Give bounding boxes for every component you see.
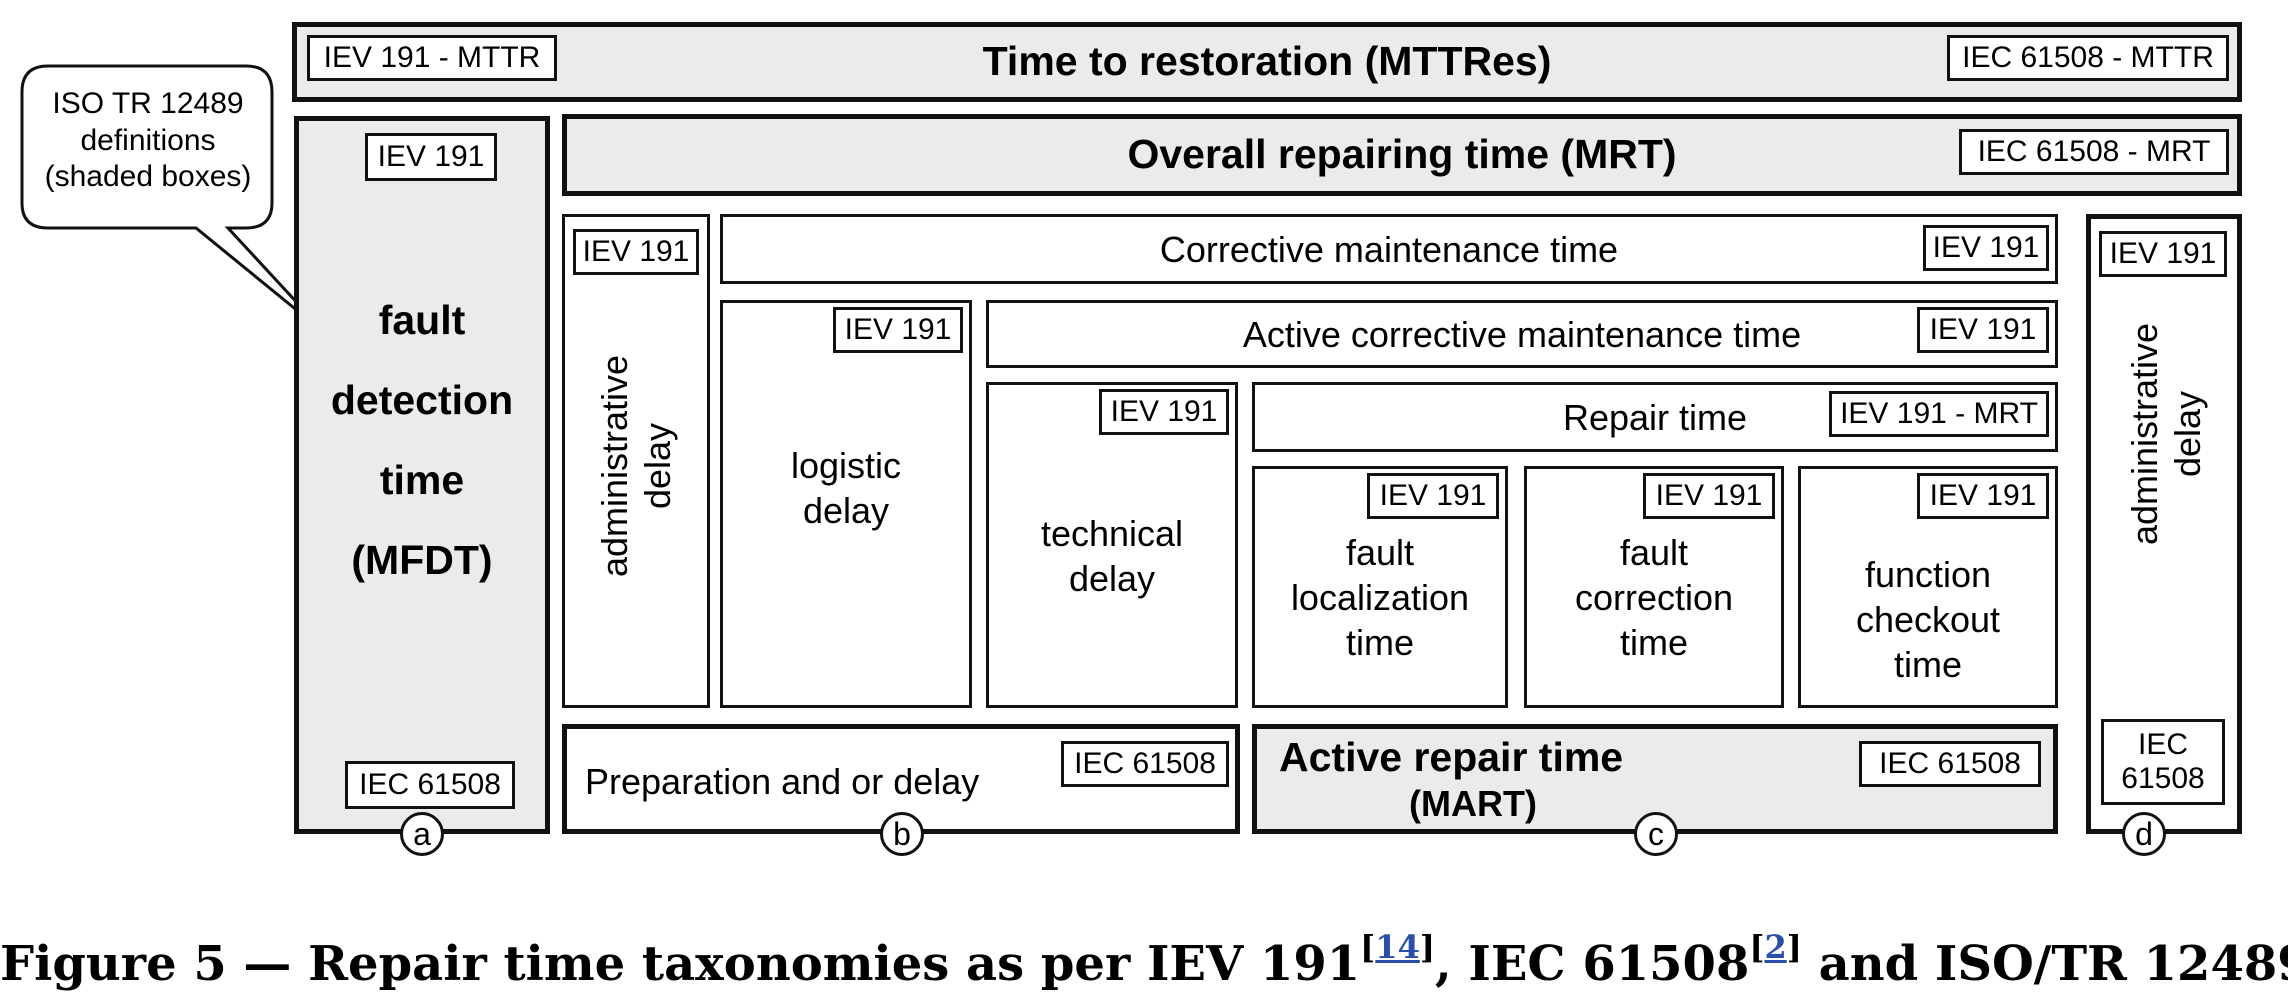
technical-label: technical delay — [989, 501, 1235, 611]
active-corrective-bar: Active corrective maintenance time IEV 1… — [986, 300, 2058, 368]
fault-localization-box: IEV 191 fault localization time — [1252, 466, 1508, 708]
mttres-left-tag: IEV 191 - MTTR — [307, 35, 557, 81]
function-checkout-line: time — [1893, 643, 1962, 685]
admin-left-line: delay — [637, 422, 678, 510]
fault-localization-line: localization — [1290, 576, 1470, 618]
fault-detection-label: fault detection time (MFDT) — [299, 297, 545, 583]
callout-line: ISO TR 12489 — [52, 87, 244, 120]
caption-ref-link[interactable]: 14 — [1375, 928, 1420, 966]
function-checkout-tag: IEV 191 — [1917, 473, 2049, 519]
caption-prefix: Figure 5 — Repair time taxonomies as per… — [0, 936, 1361, 992]
function-checkout-box: IEV 191 function checkout time — [1798, 466, 2058, 708]
preparation-tag: IEC 61508 — [1061, 741, 1229, 787]
admin-right-line: delay — [2167, 390, 2208, 478]
active-corrective-title: Active corrective maintenance time — [1242, 313, 1802, 355]
fault-detection-top-tag: IEV 191 — [365, 133, 497, 181]
corrective-maintenance-tag: IEV 191 — [1923, 225, 2049, 271]
admin-right-bottom-line: IEC — [2137, 727, 2188, 761]
mttres-bar: Time to restoration (MTTRes) IEV 191 - M… — [292, 22, 2242, 102]
repair-time-tag: IEV 191 - MRT — [1829, 391, 2049, 437]
admin-left-tag: IEV 191 — [573, 229, 699, 275]
fault-localization-line: time — [1345, 621, 1414, 663]
admin-right-bottom-tag: IEC 61508 — [2101, 719, 2225, 805]
admin-right-line: administrative — [2123, 322, 2165, 546]
function-checkout-label: function checkout time — [1801, 549, 2055, 689]
figure-caption: Figure 5 — Repair time taxonomies as per… — [0, 928, 2288, 992]
marker-c: c — [1634, 812, 1678, 856]
technical-delay-box: IEV 191 technical delay — [986, 382, 1238, 708]
admin-delay-left: IEV 191 administrative delay — [562, 214, 710, 708]
repair-time-bar: Repair time IEV 191 - MRT — [1252, 382, 2058, 452]
technical-line: delay — [1068, 558, 1156, 599]
fault-localization-tag: IEV 191 — [1367, 473, 1499, 519]
fault-correction-label: fault correction time — [1527, 527, 1781, 667]
admin-right-bottom-line: 61508 — [2121, 762, 2205, 795]
fault-correction-line: time — [1619, 621, 1688, 663]
marker-a: a — [400, 812, 444, 856]
marker-d: d — [2122, 812, 2166, 856]
fault-correction-line: fault — [1619, 531, 1689, 573]
callout-line: (shaded boxes) — [44, 160, 252, 194]
corrective-maintenance-title: Corrective maintenance time — [1159, 228, 1619, 270]
mrt-tag: IEC 61508 - MRT — [1959, 129, 2229, 175]
fault-correction-tag: IEV 191 — [1643, 473, 1775, 519]
logistic-line: logistic — [790, 445, 902, 486]
function-checkout-line: function — [1864, 553, 1992, 595]
fault-detection-line: fault — [378, 297, 466, 344]
mrt-title: Overall repairing time (MRT) — [1127, 131, 1677, 178]
marker-b: b — [880, 812, 924, 856]
repair-time-title: Repair time — [1562, 396, 1748, 438]
callout-line: definitions — [80, 123, 216, 157]
mrt-bar: Overall repairing time (MRT) IEC 61508 -… — [562, 114, 2242, 196]
fault-localization-label: fault localization time — [1255, 527, 1505, 667]
preparation-title: Preparation and or delay — [585, 760, 980, 802]
mttres-right-tag: IEC 61508 - MTTR — [1947, 35, 2229, 81]
function-checkout-line: checkout — [1855, 598, 2001, 640]
caption-middle: , IEC 61508 — [1434, 936, 1750, 992]
logistic-line: delay — [802, 490, 890, 531]
mart-tag: IEC 61508 — [1859, 741, 2041, 787]
logistic-delay-box: IEV 191 logistic delay — [720, 300, 972, 708]
mart-title: Active repair time — [1279, 734, 1624, 781]
fault-detection-line: time — [379, 457, 465, 503]
admin-right-tag: IEV 191 — [2099, 231, 2227, 277]
caption-suffix: and ISO/TR 12489 — [1801, 936, 2288, 992]
caption-ref-link[interactable]: 2 — [1764, 928, 1787, 966]
fault-detection-bottom-tag: IEC 61508 — [345, 761, 515, 809]
fault-correction-box: IEV 191 fault correction time — [1524, 466, 1784, 708]
admin-right-label: administrative delay — [2111, 259, 2221, 609]
technical-line: technical — [1040, 513, 1184, 554]
fault-detection-line: (MFDT) — [351, 536, 493, 583]
admin-left-label: administrative delay — [581, 291, 691, 641]
active-corrective-tag: IEV 191 — [1917, 307, 2049, 353]
logistic-tag: IEV 191 — [833, 307, 963, 353]
mttres-title: Time to restoration (MTTRes) — [982, 38, 1552, 85]
technical-tag: IEV 191 — [1099, 389, 1229, 435]
corrective-maintenance-bar: Corrective maintenance time IEV 191 — [720, 214, 2058, 284]
fault-localization-line: fault — [1345, 531, 1415, 573]
mart-subtitle: (MART) — [1409, 782, 1537, 824]
fault-detection-line: detection — [330, 377, 514, 424]
admin-left-line: administrative — [593, 354, 635, 578]
fault-correction-line: correction — [1574, 576, 1734, 618]
admin-delay-right: IEV 191 administrative delay IEC 61508 — [2086, 214, 2242, 834]
logistic-label: logistic delay — [723, 433, 969, 543]
fault-detection-column: IEV 191 fault detection time (MFDT) IEC … — [294, 116, 550, 834]
callout-text: ISO TR 12489 definitions (shaded boxes) — [24, 86, 272, 196]
